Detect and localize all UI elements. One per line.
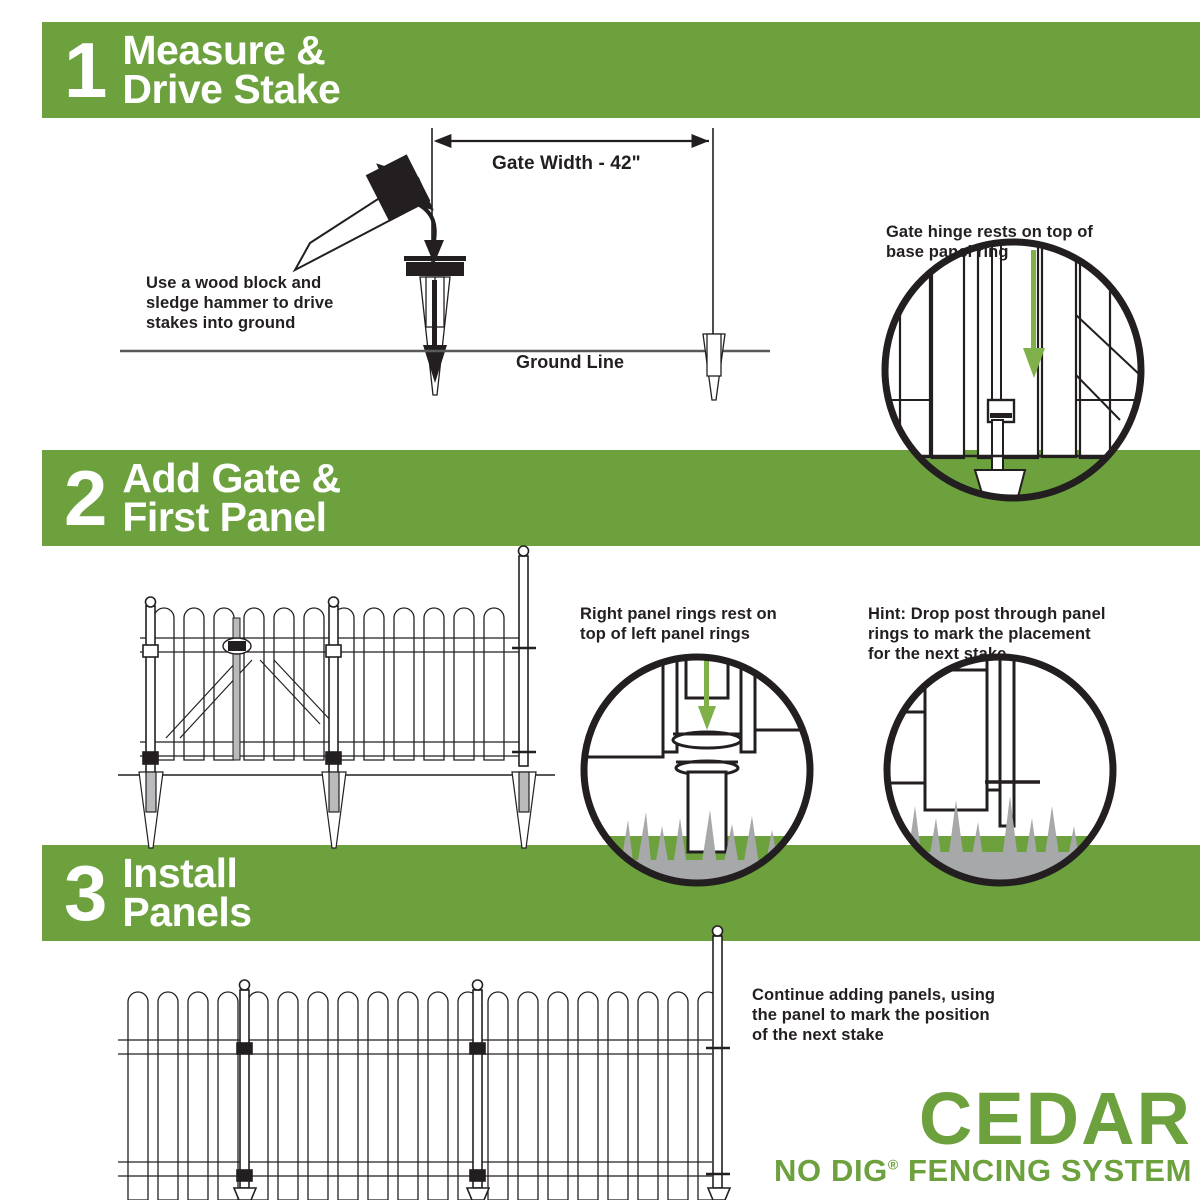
step-3-title: Install Panels <box>122 850 252 935</box>
logo-tagline: NO DIG® FENCING SYSTEM <box>774 1155 1192 1186</box>
logo-tagline-after: FENCING SYSTEM <box>898 1153 1192 1188</box>
wood-block <box>404 256 466 276</box>
cedar-logo: CEDAR NO DIG® FENCING SYSTEM <box>774 1077 1192 1186</box>
logo-tagline-before: NO DIG <box>774 1153 888 1188</box>
continue-panels-caption: Continue adding panels, using the panel … <box>752 986 996 1045</box>
hinge-ring <box>986 398 1016 424</box>
hammer-instruction: Use a wood block and sledge hammer to dr… <box>146 274 334 333</box>
stake-drive-arrow-icon <box>423 280 447 383</box>
step-2-number: 2 <box>64 453 107 542</box>
logo-brand: CEDAR <box>918 1077 1192 1161</box>
step-3-number: 3 <box>64 848 107 937</box>
step-1-number: 1 <box>64 25 107 114</box>
stake-right <box>702 333 726 401</box>
gate-width-label: Gate Width - 42" <box>492 153 641 174</box>
insert-arrow-green-1 <box>1023 250 1045 378</box>
fence-post <box>465 979 491 1200</box>
ground-line-label: Ground Line <box>516 352 625 372</box>
hint-drop-post-caption: Hint: Drop post through panel rings to m… <box>868 605 1106 664</box>
strike-arrow-icon <box>413 200 444 264</box>
step-1-banner: 1 Measure & Drive Stake <box>42 22 1200 118</box>
step-1-title: Measure & Drive Stake <box>122 27 341 112</box>
panel-ring-lower <box>674 759 740 777</box>
logo-registered-mark: ® <box>887 1156 899 1173</box>
step-2-title: Add Gate & First Panel <box>122 455 341 540</box>
fence-post-free <box>512 545 536 767</box>
sledge-hammer-icon <box>292 154 434 273</box>
panel-ring-upper <box>671 730 743 750</box>
gate-hinge-caption: Gate hinge rests on top of base panel ri… <box>886 223 1094 262</box>
fence-post <box>232 979 258 1200</box>
step-2-fence-assembly <box>118 545 555 849</box>
step-3-fence-run <box>127 991 719 1200</box>
fence-post <box>325 596 342 779</box>
step-2-banner: 2 Add Gate & First Panel <box>42 450 1200 546</box>
gate-latch-icon <box>222 637 252 655</box>
stake-left <box>419 276 451 396</box>
insert-arrow-green-2 <box>698 658 716 730</box>
fence-post-free <box>706 925 732 1200</box>
right-panel-rings-caption: Right panel rings rest on top of left pa… <box>580 605 777 644</box>
step-3-banner: 3 Install Panels <box>42 845 1200 941</box>
fence-post <box>142 596 159 779</box>
